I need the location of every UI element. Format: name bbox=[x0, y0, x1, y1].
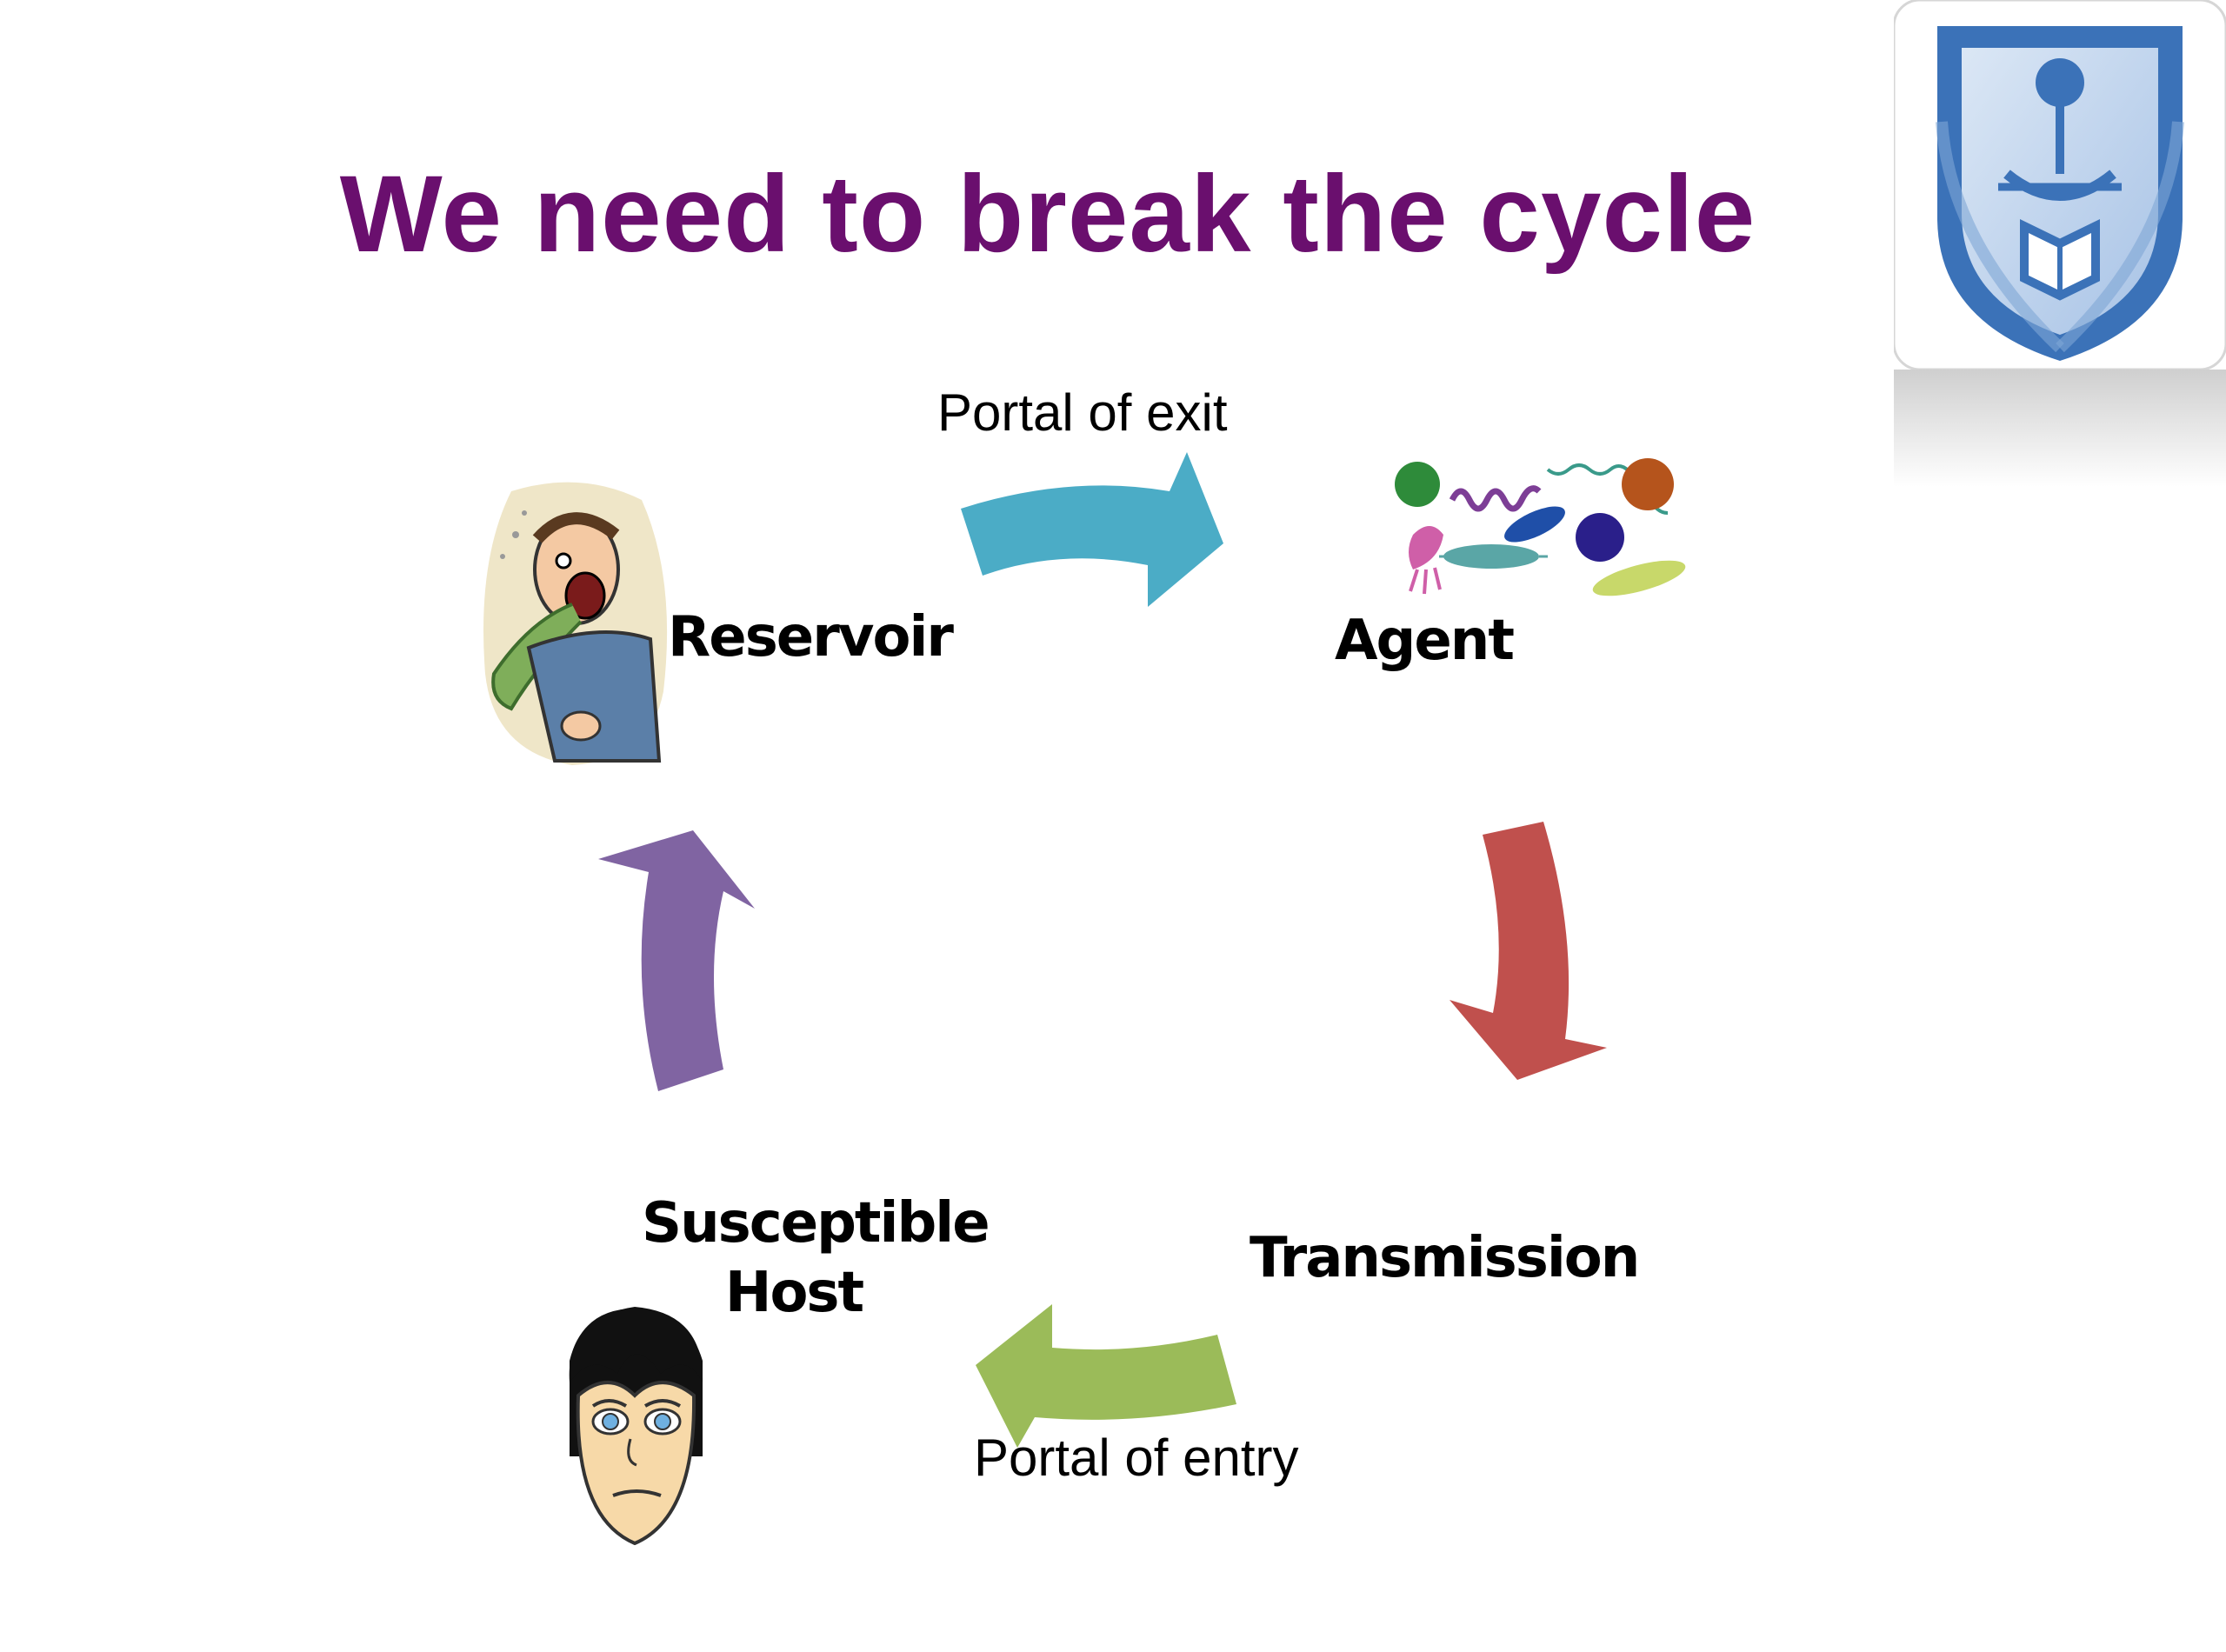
portal-of-entry-label: Portal of entry bbox=[974, 1429, 1299, 1487]
arrow-host-to-reservoir bbox=[598, 830, 755, 1091]
susceptible-host-line-2: Host bbox=[724, 1261, 864, 1325]
node-susceptible-host-label: Susceptible Host bbox=[642, 1189, 990, 1328]
node-agent-label: Agent bbox=[1335, 609, 1515, 673]
portal-of-exit-label: Portal of exit bbox=[937, 383, 1228, 442]
university-crest-icon bbox=[1892, 0, 2226, 487]
arrow-transmission-to-host bbox=[976, 1304, 1236, 1448]
node-reservoir-label: Reservoir bbox=[668, 605, 954, 669]
microbes-icon bbox=[1387, 456, 1687, 600]
slide-title: We need to break the cycle bbox=[339, 154, 1756, 275]
susceptible-host-line-1: Susceptible bbox=[642, 1191, 990, 1256]
node-transmission-label: Transmission bbox=[1250, 1226, 1640, 1290]
vomiting-person-icon bbox=[477, 474, 676, 769]
arrow-agent-to-transmission bbox=[1450, 822, 1607, 1080]
arrow-reservoir-to-agent bbox=[961, 452, 1223, 607]
worried-face-icon bbox=[556, 1300, 713, 1548]
